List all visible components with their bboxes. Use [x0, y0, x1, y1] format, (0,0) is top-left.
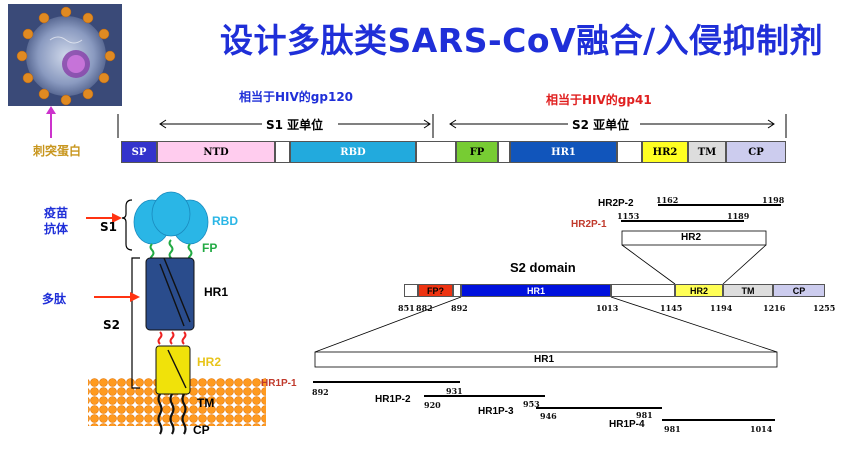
- hr1p2-end: 953: [523, 399, 540, 409]
- s2-hiv-equivalent: 相当于HIV的gp41: [546, 93, 652, 107]
- fp-model-label: FP: [202, 241, 218, 255]
- peptide-label: 多肽: [42, 292, 67, 306]
- s2-seg-cp: CP: [773, 284, 825, 297]
- s2-seg-gap-1: [453, 284, 461, 297]
- hr1p3-end: 981: [636, 410, 653, 420]
- segment-tm: TM: [688, 141, 726, 163]
- segment-gap-2: [416, 141, 456, 163]
- hr2p1-label: HR2P-1: [571, 219, 607, 230]
- segment-gap-4: [617, 141, 642, 163]
- s2-domain-title: S2 domain: [510, 260, 576, 275]
- hr1-zoom-connectors: [314, 296, 778, 368]
- hr1p4-start: 981: [664, 424, 681, 434]
- segment-cp: CP: [726, 141, 786, 163]
- segment-sp: SP: [121, 141, 157, 163]
- pos-851: 851: [398, 303, 415, 313]
- s2-seg-gap-2: [611, 284, 675, 297]
- cp-model-label: CP: [193, 423, 210, 437]
- hr1-model-label: HR1: [204, 285, 229, 299]
- hr1p4-end: 1014: [750, 424, 773, 434]
- s1-bracket: [121, 199, 133, 251]
- hr2p1-end: 1189: [727, 211, 750, 221]
- hr2p2-label: HR2P-2: [598, 198, 634, 209]
- s2-seg-start: [404, 284, 418, 297]
- hr2p2-start: 1162: [656, 195, 679, 205]
- hr1p1-label: HR1P-1: [261, 378, 297, 389]
- pos-1216: 1216: [763, 303, 786, 313]
- segment-gap-3: [498, 141, 510, 163]
- hr2p2-end: 1198: [762, 195, 785, 205]
- hr2-cylinder: [155, 345, 191, 395]
- hr2-peptide-lines: [621, 204, 781, 222]
- hr1-cylinder: [145, 257, 195, 331]
- virus-image: [8, 4, 122, 106]
- pos-892: 892: [451, 303, 468, 313]
- hr1p2-start: 920: [424, 400, 441, 410]
- hr1p4-label: HR1P-4: [609, 419, 645, 430]
- s2-model-label: S2: [103, 318, 120, 332]
- s2-seg-hr2: HR2: [675, 284, 723, 297]
- spike-protein-label: 刺突蛋白: [33, 144, 82, 158]
- pos-1255: 1255: [813, 303, 836, 313]
- rbd-domain: [133, 191, 209, 245]
- antibody-arrow: [86, 213, 122, 223]
- vaccine-antibody-label: 疫苗 抗体: [44, 206, 69, 236]
- segment-rbd: RBD: [290, 141, 416, 163]
- hr1-peptide-lines: [313, 381, 775, 421]
- linker-coils: [157, 331, 187, 345]
- hr2-zoom-label: HR2: [681, 232, 702, 243]
- tm-model-label: TM: [197, 396, 215, 410]
- s2-seg-fp: FP?: [418, 284, 453, 297]
- hr1p3-label: HR1P-3: [478, 406, 514, 417]
- page-title: 设计多肽类SARS-CoV融合/入侵抑制剂: [220, 21, 824, 60]
- hr2-model-label: HR2: [197, 355, 222, 369]
- s2-seg-hr1: HR1: [461, 284, 611, 297]
- segment-hr2: HR2: [642, 141, 688, 163]
- s1-span-arrow: [117, 114, 434, 138]
- hr1p3-start: 946: [540, 411, 557, 421]
- segment-ntd: NTD: [157, 141, 275, 163]
- pos-1194: 1194: [710, 303, 733, 313]
- pos-1013: 1013: [596, 303, 619, 313]
- hr2-zoom-connectors: [621, 230, 767, 285]
- s2-span-arrow: [449, 114, 787, 138]
- tm-cp-tails: [157, 393, 187, 435]
- rbd-model-label: RBD: [212, 214, 238, 228]
- s1-hiv-equivalent: 相当于HIV的gp120: [239, 90, 354, 104]
- hr2p1-start: 1153: [617, 211, 640, 221]
- hr1p1-end: 931: [446, 386, 463, 396]
- hr1-zoom-label: HR1: [534, 354, 555, 365]
- hr1p2-label: HR1P-2: [375, 394, 411, 405]
- segment-fp: FP: [456, 141, 498, 163]
- segment-hr1: HR1: [510, 141, 617, 163]
- pos-882: 882: [416, 303, 433, 313]
- hr1p1-start: 892: [312, 387, 329, 397]
- peptide-arrow: [94, 292, 140, 302]
- pos-1145: 1145: [660, 303, 683, 313]
- segment-gap-1: [275, 141, 290, 163]
- s2-subunit-label: S2 亚单位: [572, 118, 630, 132]
- s2-seg-tm: TM: [723, 284, 773, 297]
- s2-bracket: [131, 257, 140, 389]
- spike-pointer-arrow: [46, 106, 56, 138]
- s1-model-label: S1: [100, 220, 117, 234]
- s1-subunit-label: S1 亚单位: [266, 118, 324, 132]
